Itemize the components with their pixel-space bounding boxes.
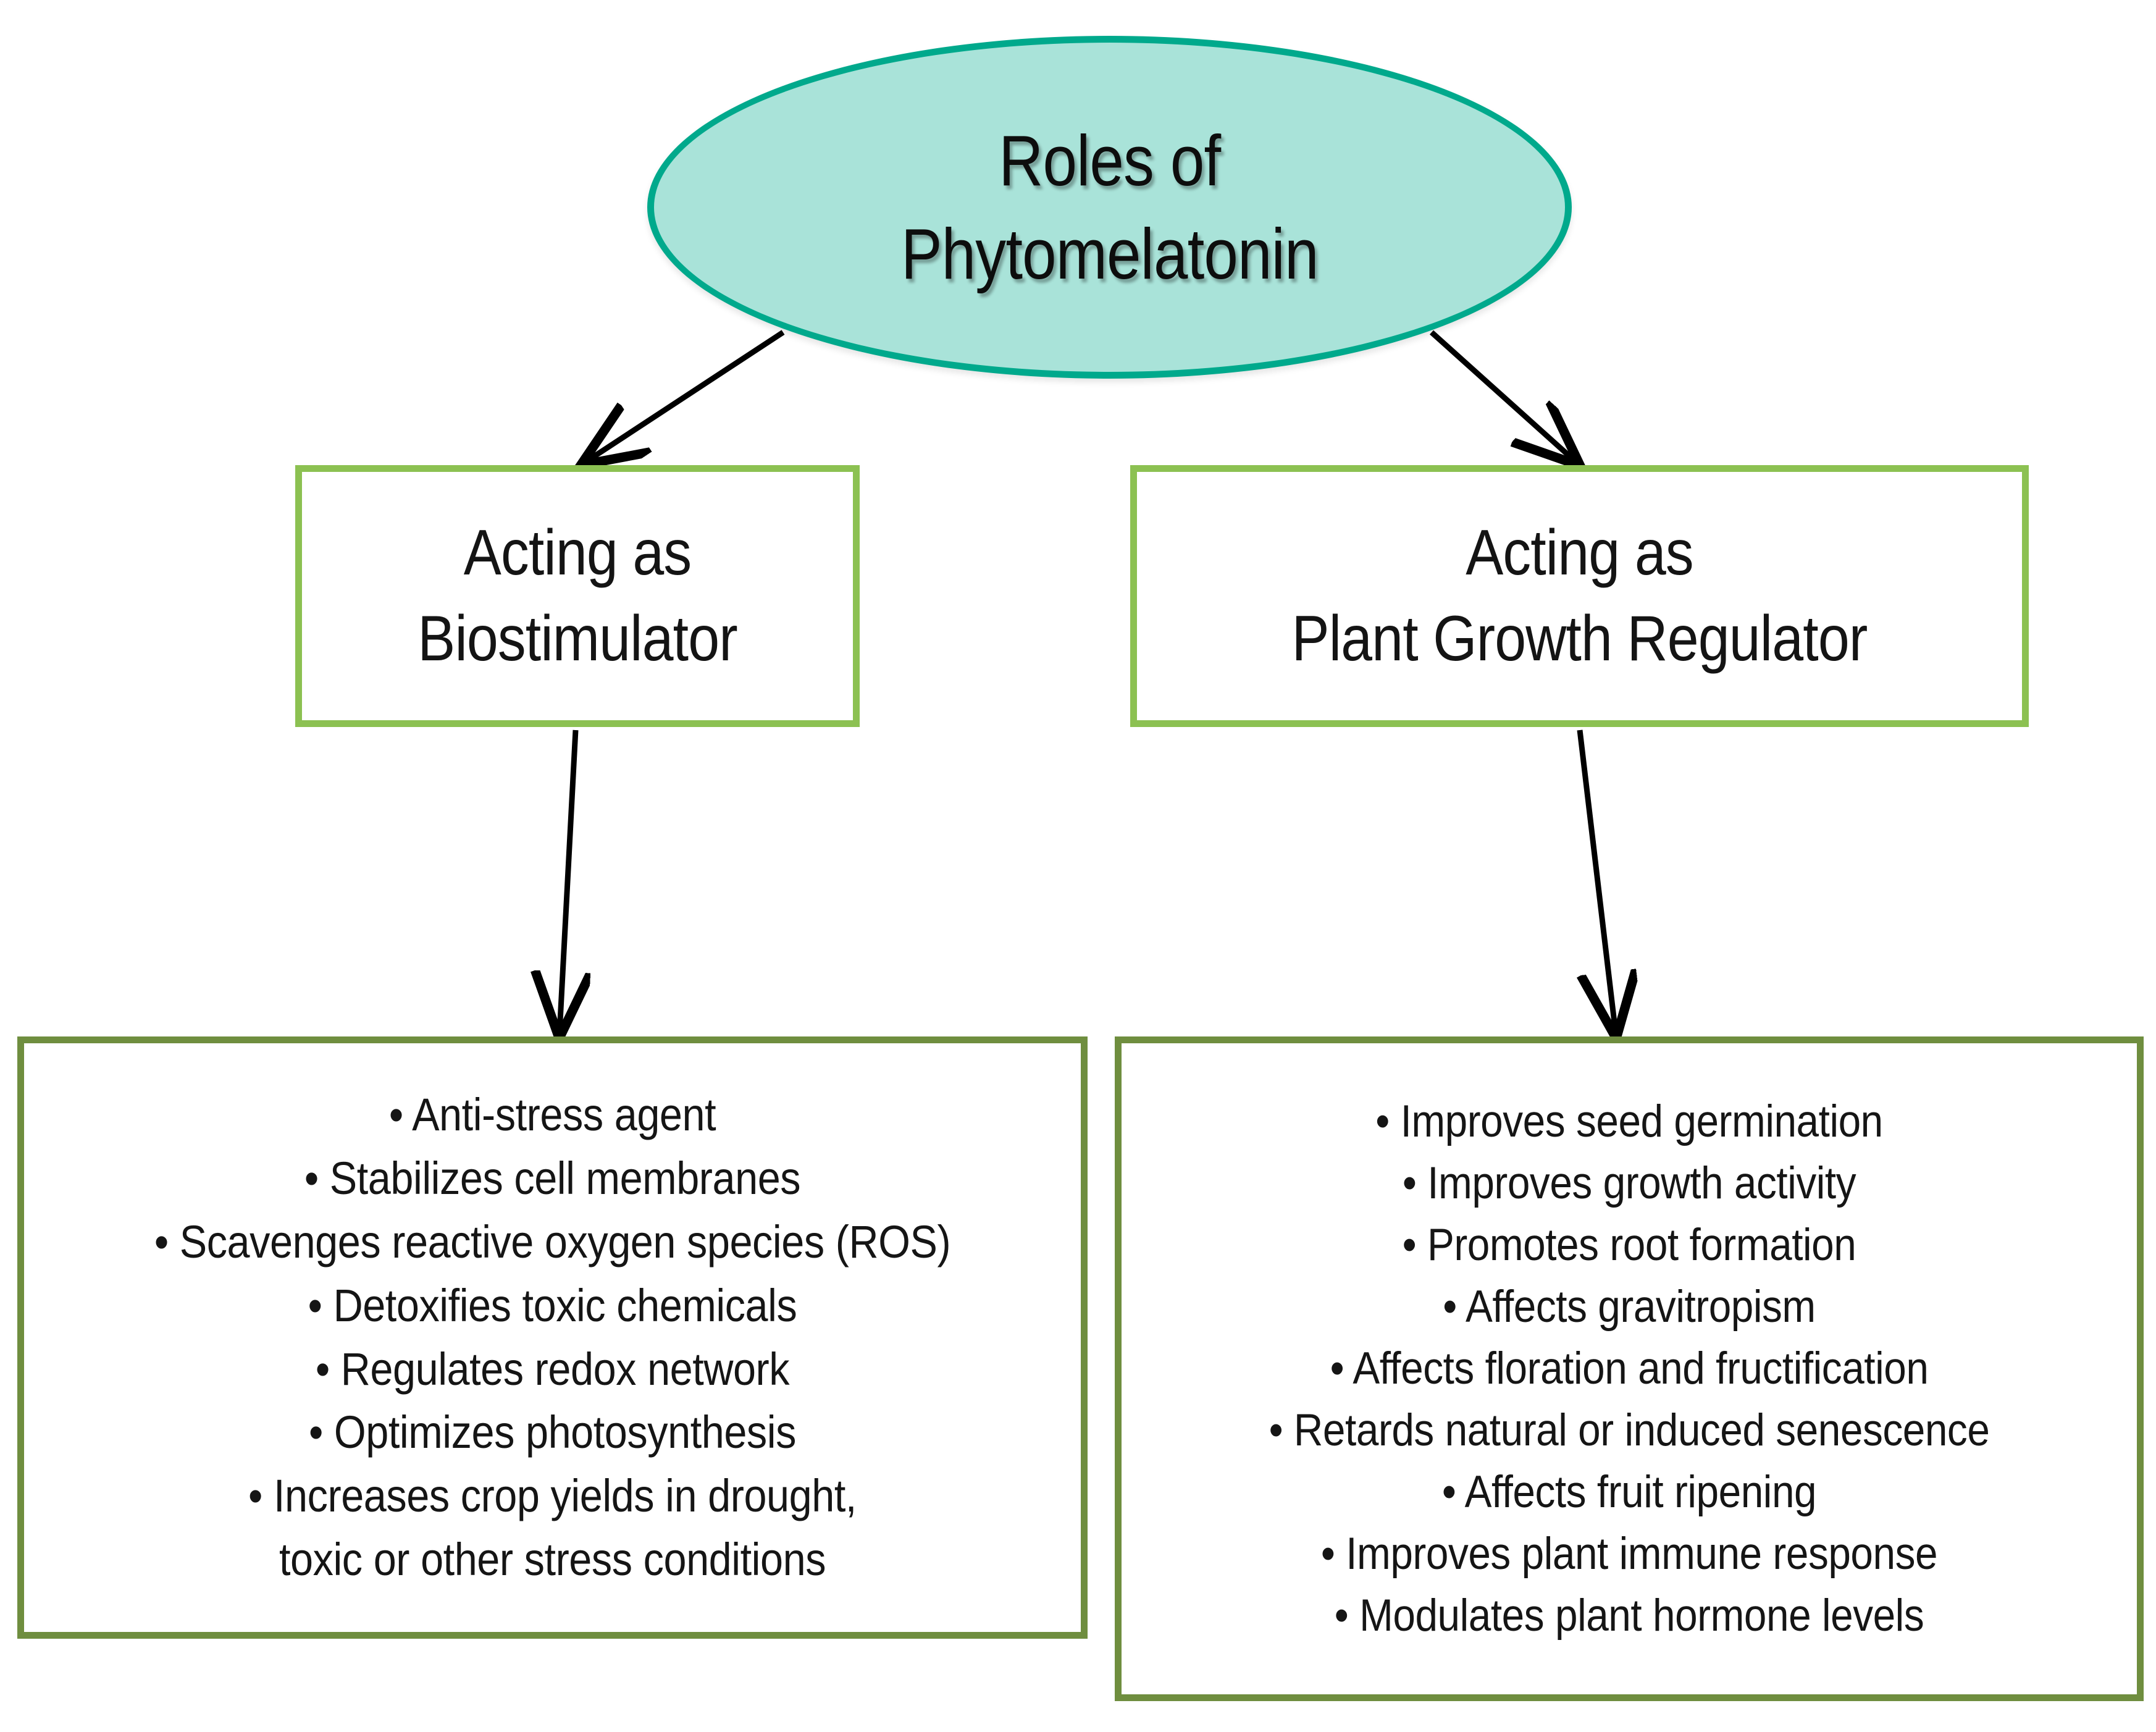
list-item: • Stabilizes cell membranes (304, 1152, 801, 1204)
list-item: • Increases crop yields in drought, toxi… (248, 1470, 857, 1586)
list-item: • Improves seed germination (1375, 1096, 1883, 1146)
list-item: • Scavenges reactive oxygen species (ROS… (154, 1216, 951, 1267)
list-item: • Affects fruit ripening (1441, 1467, 1817, 1517)
root-node-label: Roles of Phytomelatonin (900, 120, 1319, 294)
branch-list-plant-growth-regulator: • Improves seed germination • Improves g… (1115, 1036, 2144, 1701)
root-node-roles-of-phytomelatonin: Roles of Phytomelatonin (647, 36, 1572, 379)
list-item: • Promotes root formation (1402, 1220, 1856, 1270)
list-item: • Anti-stress agent (388, 1089, 716, 1141)
bullet-list-plant-growth-regulator: • Improves seed germination • Improves g… (1122, 1091, 2137, 1647)
list-item: • Improves plant immune response (1320, 1529, 1938, 1579)
list-item: • Improves growth activity (1402, 1158, 1856, 1208)
list-item: • Detoxifies toxic chemicals (308, 1279, 797, 1331)
list-item: • Affects floration and fructification (1330, 1343, 1929, 1394)
branch-list-biostimulator: • Anti-stress agent • Stabilizes cell me… (17, 1036, 1088, 1639)
list-item: • Optimizes photosynthesis (309, 1406, 796, 1458)
arrow-biostimulator-to-list (560, 729, 576, 1033)
list-item: • Retards natural or induced senescence (1269, 1405, 1990, 1455)
branch-header-biostimulator-label: Acting as Biostimulator (417, 516, 737, 675)
branch-header-plant-growth-regulator: Acting as Plant Growth Regulator (1130, 465, 2029, 727)
list-item: • Regulates redox network (315, 1343, 790, 1395)
arrow-plant-growth-regulator-to-list (1580, 729, 1616, 1033)
arrow-root-to-plant-growth-regulator (1429, 330, 1576, 462)
bullet-list-biostimulator: • Anti-stress agent • Stabilizes cell me… (24, 1083, 1081, 1592)
branch-header-plant-growth-regulator-label: Acting as Plant Growth Regulator (1291, 516, 1868, 675)
list-item: • Affects gravitropism (1443, 1282, 1816, 1332)
branch-header-biostimulator: Acting as Biostimulator (295, 465, 860, 727)
arrow-root-to-biostimulator (585, 330, 785, 462)
list-item: • Modulates plant hormone levels (1334, 1591, 1924, 1641)
